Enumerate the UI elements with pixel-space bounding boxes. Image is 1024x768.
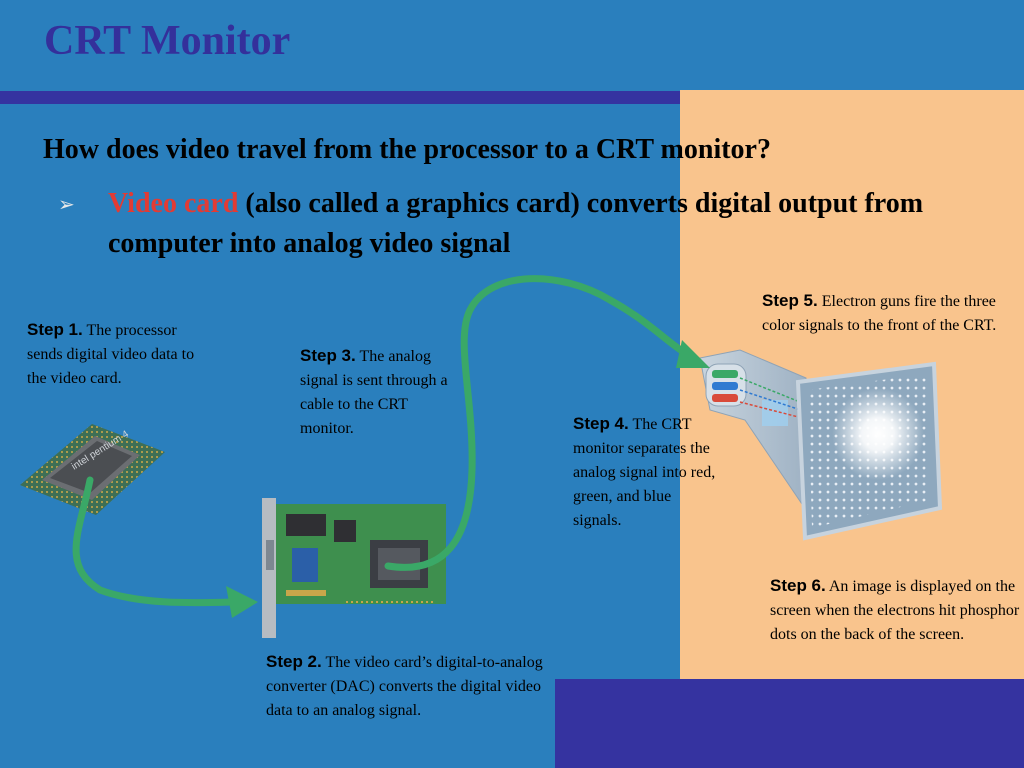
step-1-body: The processor sends digital video data t… (27, 322, 195, 387)
step-4-label: Step 4. (573, 414, 629, 433)
slide-title: CRT Monitor (44, 18, 291, 64)
bottom-band (555, 679, 1024, 768)
step-3-body: The analog signal is sent through a cabl… (300, 348, 448, 437)
slide-question: How does video travel from the processor… (43, 134, 771, 165)
step-2-text: Step 2. The video card’s digital-to-anal… (266, 650, 546, 723)
arrowhead-crt-icon (676, 340, 710, 368)
bullet-highlight: Video card (108, 188, 239, 219)
step-6-body: An image is displayed on the screen when… (770, 578, 1020, 643)
step-6-label: Step 6. (770, 576, 826, 595)
arrow-card-to-crt (384, 275, 694, 571)
step-5-body: Electron guns fire the three color signa… (762, 293, 997, 334)
step-1-label: Step 1. (27, 320, 83, 339)
step-3-label: Step 3. (300, 346, 356, 365)
step-4-body: The CRT monitor separates the analog sig… (573, 416, 716, 529)
flow-arrows (72, 275, 694, 607)
processor-chip-image: intel pentium 4 (20, 424, 165, 515)
step-5-label: Step 5. (762, 291, 818, 310)
title-underline-band (0, 91, 680, 104)
bullet-arrow-icon: ➢ (58, 194, 75, 216)
arrow-processor-to-card (72, 476, 236, 607)
step-6-text: Step 6. An image is displayed on the scr… (770, 574, 1024, 647)
arrowhead-card-icon (226, 586, 258, 618)
step-2-label: Step 2. (266, 652, 322, 671)
bullet-text: Video card (also called a graphics card)… (108, 184, 938, 264)
bullet-body: (also called a graphics card) converts d… (108, 188, 924, 259)
step-4-text: Step 4. The CRT monitor separates the an… (573, 412, 723, 533)
step-3-text: Step 3. The analog signal is sent throug… (300, 344, 460, 441)
crt-tube-image (699, 349, 943, 541)
step-1-text: Step 1. The processor sends digital vide… (27, 318, 197, 391)
step-5-text: Step 5. Electron guns fire the three col… (762, 289, 1002, 338)
step-2-body: The video card’s digital-to-analog conve… (266, 654, 543, 719)
